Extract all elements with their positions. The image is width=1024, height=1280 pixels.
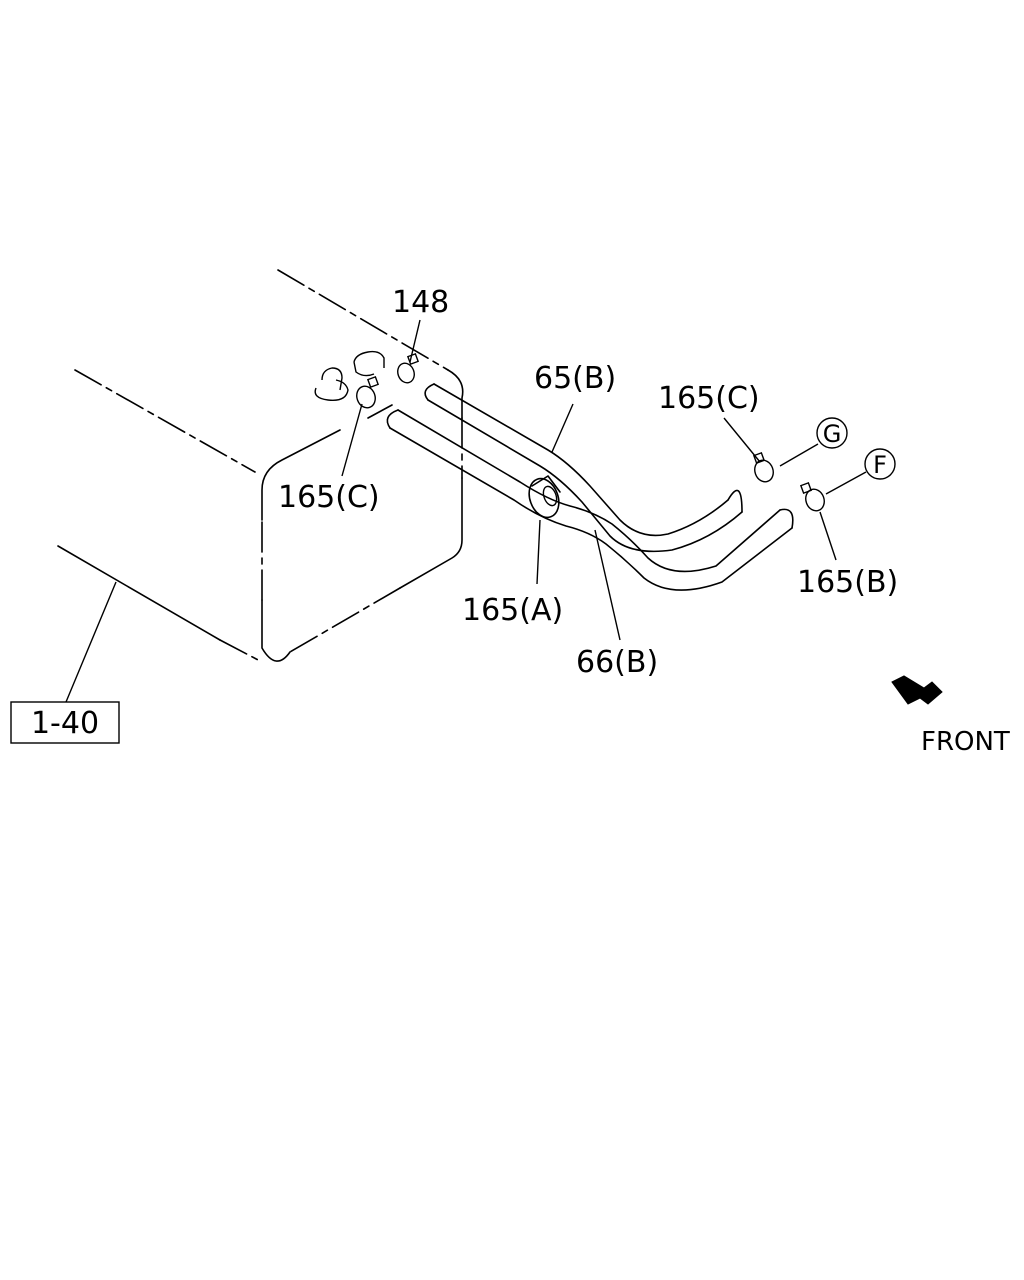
clamp-148: [397, 352, 420, 384]
connector-f-label: F: [873, 451, 887, 479]
hose-66b: [386, 409, 794, 591]
clamp-165c-right: [752, 451, 774, 483]
connector-g: G: [816, 417, 848, 449]
leader-lines: [65, 319, 867, 703]
reference-box-label: 1-40: [31, 706, 99, 741]
front-arrow: FRONT: [891, 675, 1010, 757]
label-66b: 66(B): [576, 645, 658, 680]
label-165c-left: 165(C): [278, 480, 380, 515]
tank-outline: [57, 269, 464, 663]
label-165b: 165(B): [797, 565, 898, 600]
label-165c-right: 165(C): [658, 381, 760, 416]
reference-box: 1-40: [10, 701, 120, 744]
connector-f: F: [864, 448, 896, 480]
hose-65b: [424, 383, 743, 553]
label-65b: 65(B): [534, 361, 616, 396]
clamp-165c-left: [356, 375, 380, 409]
connector-g-label: G: [823, 420, 842, 448]
label-148: 148: [392, 285, 449, 320]
label-165a: 165(A): [462, 593, 563, 628]
clamp-165b: [799, 481, 825, 512]
clamp-165a: [528, 475, 561, 519]
front-label: FRONT: [921, 727, 1010, 757]
tank-fittings: [314, 350, 385, 401]
